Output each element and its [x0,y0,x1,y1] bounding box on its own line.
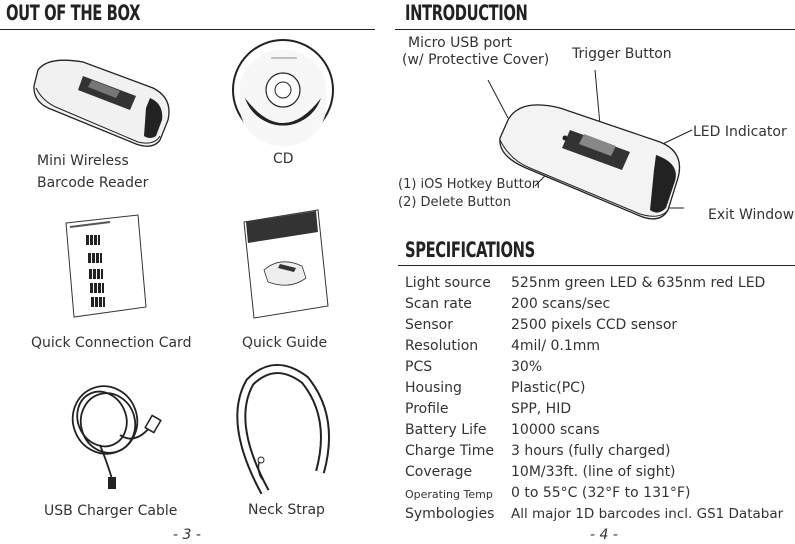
led-indicator-callout: LED Indicator [693,124,787,140]
quick-connection-card-label: Quick Connection Card [31,335,192,351]
spec-key: Sensor [405,317,453,333]
spec-value: 10000 scans [511,422,600,438]
heading-rule [395,29,795,30]
usb-cable-label: USB Charger Cable [44,503,178,519]
cd-label: CD [273,151,294,167]
neck-strap-image [236,364,330,495]
spec-key: Coverage [405,464,473,480]
spec-value: 4mil/ 0.1mm [511,338,601,354]
quick-guide-image [243,209,329,319]
out-of-box-heading: OUT OF THE BOX [6,1,141,25]
spec-value: 0 to 55°C (32°F to 131°F) [511,485,691,501]
spec-key: Charge Time [405,443,494,459]
usb-port-label: Micro USB port [408,35,513,51]
trigger-button-callout: Trigger Button [572,46,672,62]
spec-value: 2500 pixels CCD sensor [511,317,678,333]
spec-key: Resolution [405,338,479,354]
spec-key: Battery Life [405,422,487,438]
neck-strap-label: Neck Strap [248,502,325,518]
spec-heading-rule [398,265,795,266]
spec-value: 10M/33ft. (line of sight) [511,464,676,480]
ios-hotkey-label: (1) iOS Hotkey Button [398,177,541,192]
introduction-heading: INTRODUCTION [405,1,528,25]
quick-connection-card-image [65,214,147,318]
spec-key: PCS [405,359,433,375]
usb-cable-image [71,385,162,489]
exit-window-callout: Exit Window [708,207,795,223]
usb-cover-label: (w/ Protective Cover) [402,52,550,68]
spec-key: Housing [405,380,462,396]
left-page-number: - 3 - [173,527,201,543]
spec-key: Operating Temp [405,488,493,501]
barcode-reader-label-line1: Mini Wireless [37,153,129,169]
spec-value: 525nm green LED & 635nm red LED [511,275,766,291]
spec-value: All major 1D barcodes incl. GS1 Databar [511,506,784,522]
cd-image [232,39,334,147]
spec-value: 3 hours (fully charged) [511,443,671,459]
usb-port-callout: Micro USB port (w/ Protective Cover) [402,35,549,69]
spec-key: Light source [405,275,491,291]
spec-value: Plastic(PC) [511,380,586,396]
barcode-reader-label-line2: Barcode Reader [37,175,149,191]
spec-value: 200 scans/sec [511,296,611,312]
spec-key: Symbologies [405,506,495,522]
quick-guide-label: Quick Guide [242,335,328,351]
heading-rule [0,29,375,30]
spec-key: Scan rate [405,296,472,312]
delete-button-label: (2) Delete Button [398,195,511,210]
spec-key: Profile [405,401,449,417]
barcode-reader-image [33,59,170,147]
right-page-number: - 4 - [590,527,618,543]
barcode-reader-label: Mini Wireless Barcode Reader [37,150,148,194]
specifications-heading: SPECIFICATIONS [405,238,535,262]
spec-value: 30% [511,359,543,375]
spec-value: SPP, HID [511,401,572,417]
hotkey-callout: (1) iOS Hotkey Button (2) Delete Button [398,176,540,212]
device-diagram [487,69,693,220]
